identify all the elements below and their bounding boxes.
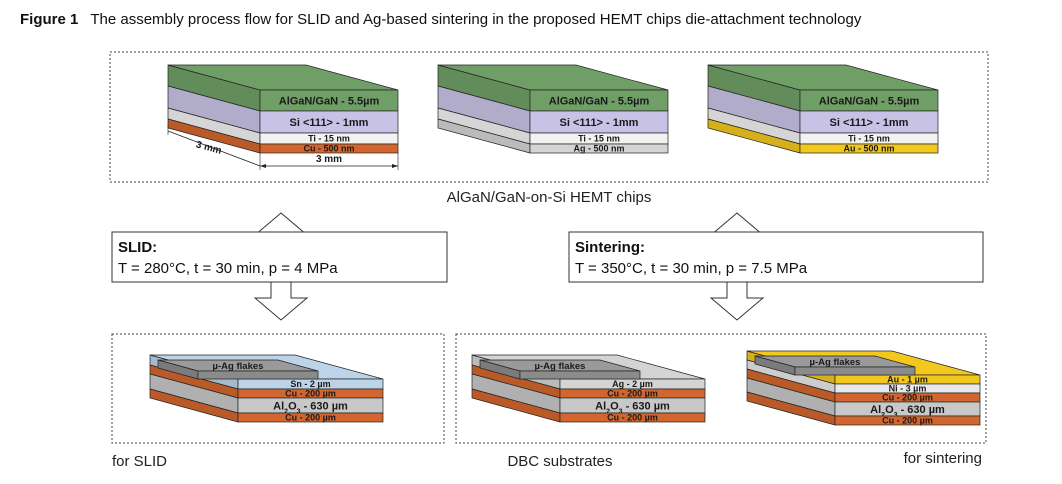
figure-label: Figure 1: [20, 11, 78, 28]
layer-label: Al2O3 - 630 µm: [273, 400, 348, 415]
slid-substrate-frame: [111, 333, 445, 444]
layer-label: Cu - 200 µm: [285, 413, 336, 423]
sintering-process-title: Sintering:: [575, 239, 645, 256]
chip-stack-1: AlGaN/GaN - 5.5µm Si <111> - 1mm Ti - 15 n…: [167, 64, 399, 154]
chips: AlGaN/GaN - 5.5µm Si <111> - 1mm Ti - 15 n…: [167, 64, 939, 170]
chip-stack-3: AlGaN/GaN - 5.5µm Si <111> - 1mm Ti - 15 n…: [707, 64, 939, 154]
layer-label: Cu - 500 nm: [303, 144, 354, 154]
layer-label: Cu - 200 µm: [882, 393, 933, 403]
layer-label: Au - 1 µm: [887, 375, 928, 385]
layer-label: Al2O3 - 630 µm: [870, 404, 945, 419]
flakes-label: µ-Ag flakes: [213, 361, 264, 372]
flakes-front-face: [794, 366, 916, 376]
depth-dimension-line: [167, 130, 261, 167]
layer-label: Au - 500 nm: [843, 144, 894, 154]
layer-label: Sn - 2 µm: [290, 379, 330, 389]
layer-label: Ti - 15 nm: [848, 134, 890, 144]
slid-process-params: T = 280°C, t = 30 min, p = 4 MPa: [118, 260, 338, 277]
flakes-front-face: [519, 370, 641, 380]
layer-label: Ag - 2 µm: [612, 379, 653, 389]
dimension-arrow: [260, 164, 266, 168]
layer-front-face: [237, 412, 384, 423]
layer-label: AlGaN/GaN - 5.5µm: [819, 95, 920, 107]
slid-process-title: SLID:: [118, 239, 157, 256]
silver-flakes-slab: µ-Ag flakes: [479, 359, 641, 380]
flakes-label: µ-Ag flakes: [810, 357, 861, 368]
label-dbc-substrates: DBC substrates: [507, 453, 612, 470]
slid-process-box: [111, 231, 448, 283]
layer-label: Cu - 200 µm: [607, 413, 658, 423]
layer-front-face: [834, 415, 981, 426]
layer-label: Si <111> - 1mm: [830, 117, 909, 129]
flakes-front-face: [197, 370, 319, 380]
layer-label: Ag - 500 nm: [573, 144, 624, 154]
label-for-slid: for SLID: [112, 453, 167, 470]
layer-front-face: [259, 143, 399, 154]
label-for-sintering: for sintering: [904, 450, 982, 467]
layer-label: Ni - 3 µm: [889, 384, 927, 394]
layer-label: AlGaN/GaN - 5.5µm: [279, 95, 380, 107]
silver-flakes-slab: µ-Ag flakes: [754, 355, 916, 376]
layer-label: Cu - 200 µm: [882, 416, 933, 426]
figure-caption-text: The assembly process flow for SLID and A…: [90, 11, 861, 28]
width-dimension-label: 3 mm: [316, 154, 342, 165]
layer-label: Al2O3 - 630 µm: [595, 400, 670, 415]
layer-front-face: [799, 143, 939, 154]
sintering-substrate-frame: [455, 333, 987, 444]
chips-group-label: AlGaN/GaN-on-Si HEMT chips: [447, 189, 652, 206]
figure-caption: Figure 1 The assembly process flow for S…: [20, 11, 862, 28]
chip-stack-2: AlGaN/GaN - 5.5µm Si <111> - 1mm Ti - 15 n…: [437, 64, 669, 154]
silver-flakes-slab: µ-Ag flakes: [157, 359, 319, 380]
layer-label: Cu - 200 µm: [607, 389, 658, 399]
flakes-label: µ-Ag flakes: [535, 361, 586, 372]
layer-label: Ti - 15 nm: [578, 134, 620, 144]
layer-front-face: [559, 412, 706, 423]
layer-label: Si <111> - 1mm: [290, 117, 369, 129]
layer-label: AlGaN/GaN - 5.5µm: [549, 95, 650, 107]
layer-label: Cu - 200 µm: [285, 389, 336, 399]
sintering-process-params: T = 350°C, t = 30 min, p = 7.5 MPa: [575, 260, 808, 277]
layer-label: Ti - 15 nm: [308, 134, 350, 144]
layer-label: Si <111> - 1mm: [560, 117, 639, 129]
sintering-process-box: [568, 231, 984, 283]
layer-front-face: [529, 143, 669, 154]
dimension-arrow: [392, 164, 398, 168]
